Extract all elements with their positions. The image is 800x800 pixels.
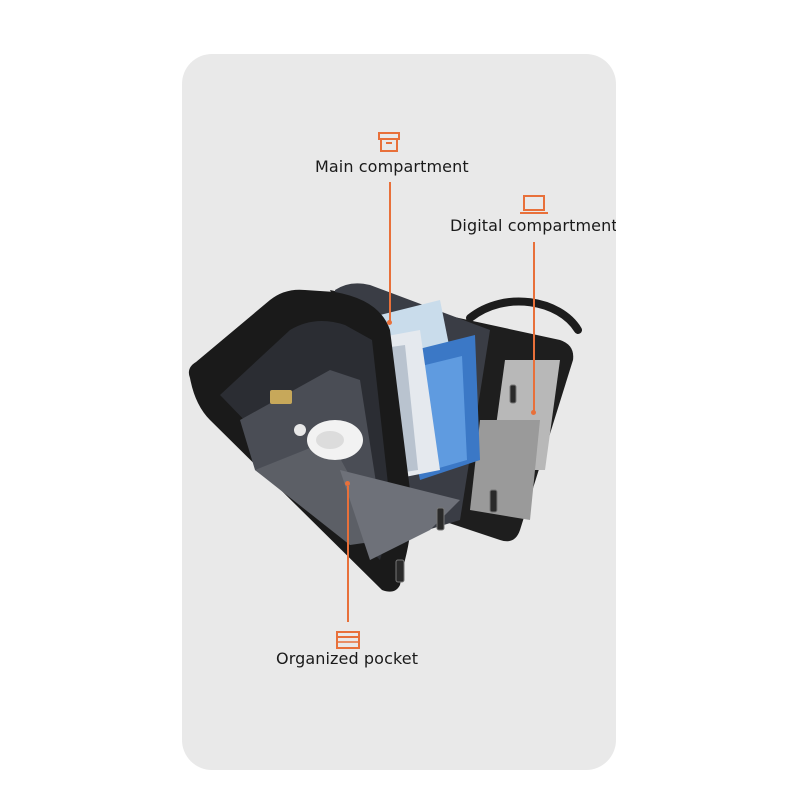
card-pocket-icon bbox=[336, 631, 360, 649]
main-compartment-leader bbox=[389, 182, 391, 322]
main-compartment-label: Main compartment bbox=[315, 157, 469, 176]
laptop-icon bbox=[520, 195, 548, 214]
organized-pocket-marker bbox=[345, 481, 350, 486]
product-card: Main compartment Digital compartment Org… bbox=[182, 54, 616, 770]
digital-compartment-label: Digital compartment bbox=[450, 216, 616, 235]
digital-compartment-leader bbox=[533, 242, 535, 412]
organized-pocket-leader bbox=[347, 486, 349, 622]
main-compartment-marker bbox=[387, 320, 392, 325]
open-briefcase-photo bbox=[188, 283, 582, 592]
organized-pocket-label: Organized pocket bbox=[276, 649, 419, 668]
digital-compartment-marker bbox=[531, 410, 536, 415]
storage-box-icon bbox=[378, 132, 400, 152]
